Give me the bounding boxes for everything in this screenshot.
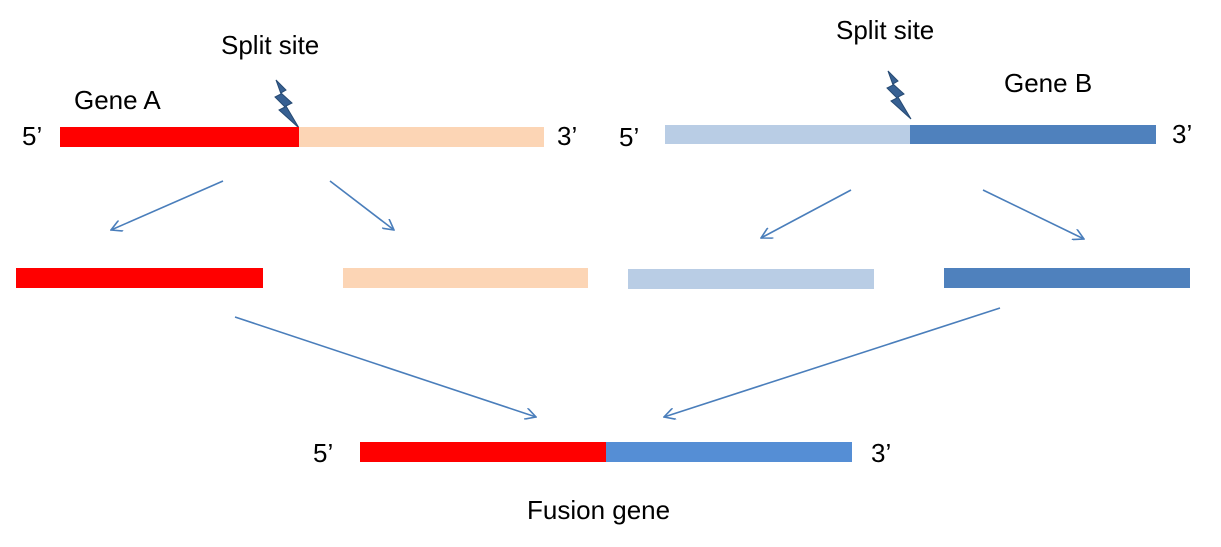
split-arrow-gene-a-left bbox=[111, 180, 224, 230]
gene-b-5prime-label: 5’ bbox=[619, 122, 639, 152]
gene-b-label: Gene B bbox=[1004, 68, 1092, 98]
split-arrow-gene-b-left bbox=[761, 189, 852, 238]
fusion-5prime-label: 5’ bbox=[313, 438, 333, 468]
gene-b-3prime-label: 3’ bbox=[1172, 119, 1192, 149]
gene-a-split-site-label: Split site bbox=[221, 30, 319, 60]
split-arrow-gene-b-right bbox=[982, 189, 1084, 239]
join-arrow-gene-a bbox=[234, 316, 536, 417]
join-arrow-gene-b bbox=[664, 307, 1001, 417]
gene-b-split-site-label: Split site bbox=[836, 15, 934, 45]
gene-b-3prime-fragment bbox=[944, 268, 1190, 288]
gene-b-5prime-segment bbox=[665, 125, 910, 144]
fusion-gene-a-segment bbox=[360, 442, 606, 462]
gene-a-split-lightning-icon bbox=[274, 79, 300, 129]
gene-b-5prime-fragment bbox=[628, 269, 874, 289]
fusion-3prime-label: 3’ bbox=[871, 438, 891, 468]
fusion-gene-b-segment bbox=[606, 442, 852, 462]
gene-b-split-lightning-icon bbox=[886, 70, 912, 120]
gene-a-3prime-segment bbox=[299, 127, 544, 147]
gene-a-3prime-label: 3’ bbox=[557, 121, 577, 151]
split-arrow-gene-a-right bbox=[329, 180, 394, 230]
gene-a-3prime-fragment bbox=[343, 268, 588, 288]
gene-a-5prime-fragment bbox=[16, 268, 263, 288]
gene-a-label: Gene A bbox=[74, 85, 161, 115]
gene-a-5prime-segment bbox=[60, 127, 299, 147]
gene-b-3prime-segment bbox=[910, 125, 1156, 144]
gene-a-5prime-label: 5’ bbox=[22, 121, 42, 151]
fusion-gene-label: Fusion gene bbox=[527, 495, 670, 525]
